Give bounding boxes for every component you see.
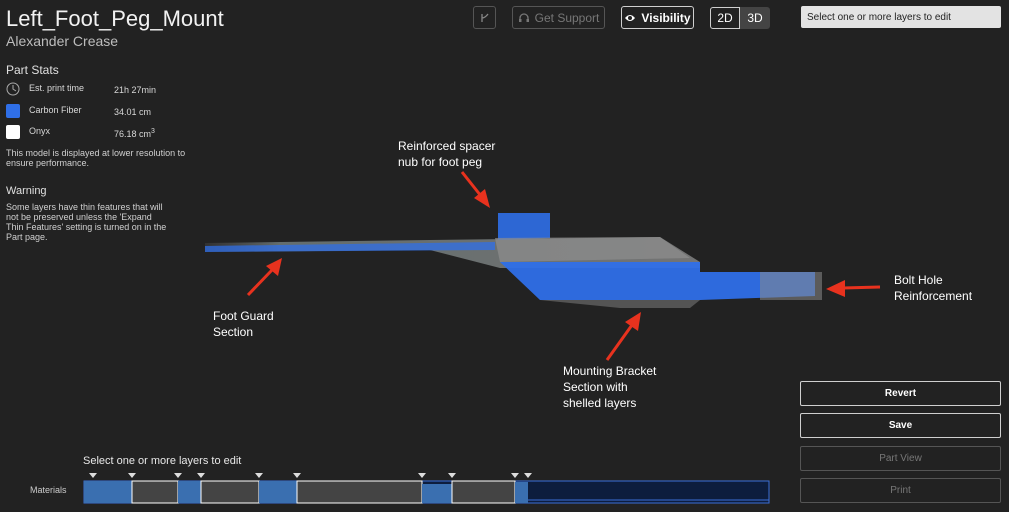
part-view-button[interactable]: Part View [800, 446, 1001, 471]
layer-marker[interactable] [255, 473, 263, 478]
callout-arrows [246, 171, 881, 361]
get-support-label: Get Support [534, 10, 600, 25]
callout-bolt-hole: Bolt Hole Reinforcement [894, 272, 972, 304]
print-button[interactable]: Print [800, 478, 1001, 503]
callout-bracket-line2: Section with [563, 380, 628, 394]
callout-foot-line2: Section [213, 325, 254, 339]
part-model-render [205, 213, 822, 308]
view-2d-toggle[interactable]: 2D [710, 7, 740, 29]
layer-marker[interactable] [511, 473, 519, 478]
carbon-fiber-label: Carbon Fiber [29, 105, 82, 115]
layer-marker[interactable] [293, 473, 301, 478]
callout-foot-guard: Foot Guard Section [213, 308, 274, 340]
onyx-value: 76.18 cm [114, 129, 152, 139]
callout-foot-line1: Foot Guard [213, 309, 274, 323]
warning-text: Some layers have thin features that will… [6, 202, 167, 242]
callout-mounting-bracket: Mounting Bracket Section with shelled la… [563, 363, 656, 411]
save-button[interactable]: Save [800, 413, 1001, 438]
clock-icon [6, 82, 20, 96]
view-3d-toggle[interactable]: 3D [740, 7, 770, 29]
callout-spacer-line2: nub for foot peg [398, 155, 483, 169]
headset-icon [518, 12, 529, 22]
layer-marker[interactable] [418, 473, 426, 478]
eye-icon [625, 14, 636, 21]
onyx-unit-superscript: 3 [151, 128, 155, 135]
branch-button[interactable] [473, 6, 496, 29]
callout-spacer-nub: Reinforced spacer nub for foot peg [398, 138, 495, 170]
print-time-label: Est. print time [29, 83, 85, 93]
print-time-value: 21h 27min [114, 85, 157, 95]
carbon-fiber-value: 34.01 cm [114, 107, 152, 117]
callout-bracket-line1: Mounting Bracket [563, 364, 657, 378]
visibility-button[interactable]: Visibility [621, 6, 694, 29]
visibility-label: Visibility [641, 10, 691, 25]
layer-marker[interactable] [448, 473, 456, 478]
layer-marker[interactable] [524, 473, 532, 478]
callout-bolt-line2: Reinforcement [894, 289, 973, 303]
layer-markers[interactable] [89, 473, 532, 478]
layer-marker[interactable] [89, 473, 97, 478]
branch-icon [480, 13, 489, 22]
part-title: Left_Foot_Peg_Mount [6, 6, 224, 31]
revert-button[interactable]: Revert [800, 381, 1001, 406]
layer-marker[interactable] [128, 473, 136, 478]
callout-spacer-line1: Reinforced spacer [398, 139, 496, 153]
warning-heading: Warning [6, 185, 47, 197]
onyx-label: Onyx [29, 126, 51, 136]
layer-marker[interactable] [197, 473, 205, 478]
performance-note: This model is displayed at lower resolut… [6, 148, 186, 168]
onyx-value-wrap: 76.18 cm3 [114, 128, 155, 139]
layer-marker[interactable] [174, 473, 182, 478]
layer-materials-track[interactable] [83, 472, 770, 504]
layers-hint: Select one or more layers to edit [83, 455, 242, 467]
layer-select-dropdown[interactable]: Select one or more layers to edit [801, 6, 1001, 28]
get-support-button[interactable]: Get Support [512, 6, 605, 29]
part-stats-heading: Part Stats [6, 63, 59, 77]
materials-label: Materials [30, 485, 67, 495]
callout-bolt-line1: Bolt Hole [894, 273, 943, 287]
carbon-fiber-swatch [6, 104, 20, 118]
material-segments [83, 480, 770, 504]
onyx-swatch [6, 125, 20, 139]
callout-bracket-line3: shelled layers [563, 396, 637, 410]
part-author: Alexander Crease [6, 33, 119, 49]
